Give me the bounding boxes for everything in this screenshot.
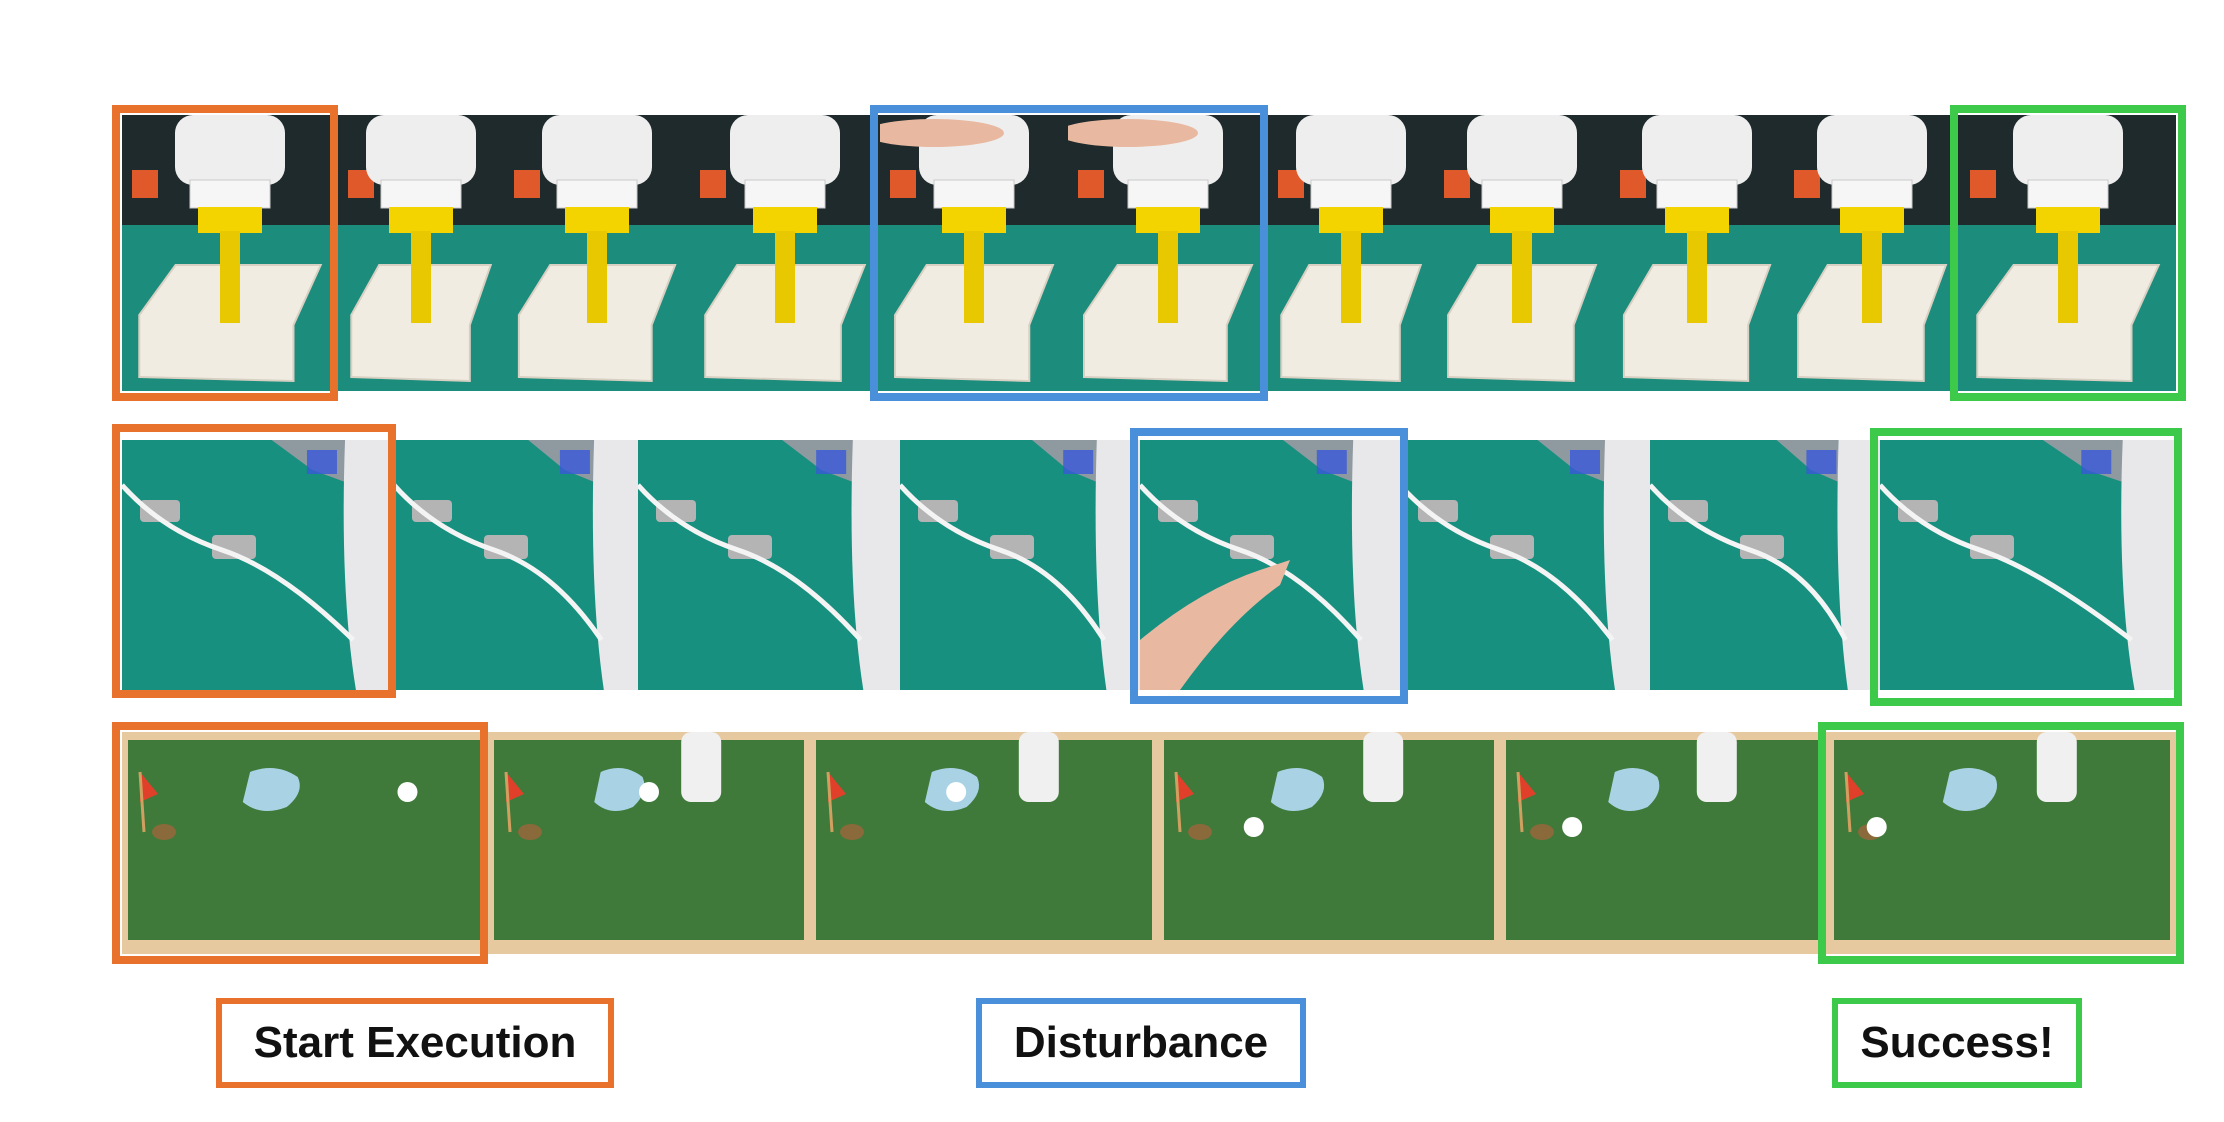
- golf-frame: [1500, 732, 1828, 954]
- cable-frame: [900, 440, 1140, 690]
- peg-frame: [122, 115, 338, 391]
- legend-success-label: Success!: [1860, 1018, 2054, 1067]
- golf-frame: [1828, 732, 2176, 954]
- row-cable-routing: [122, 440, 2176, 690]
- row-peg-insertion: [0, 0, 2224, 420]
- golf-frame: [810, 732, 1158, 954]
- peg-frame: [1068, 115, 1268, 391]
- start-highlight-row2: [112, 424, 396, 698]
- cable-frame: [394, 440, 638, 690]
- start-highlight-row3: [112, 722, 488, 964]
- golf-frame: [1158, 732, 1500, 954]
- peg-frame: [1960, 115, 2176, 391]
- cable-frame: [1140, 440, 1400, 690]
- legend-disturbance-label: Disturbance: [1013, 1018, 1269, 1067]
- golf-frame: [488, 732, 810, 954]
- cable-frame: [638, 440, 900, 690]
- disturbance-highlight-row2: [1130, 428, 1408, 704]
- success-highlight-row3: [1818, 722, 2184, 964]
- peg-frame: [338, 115, 504, 391]
- peg-frame: [1784, 115, 1960, 391]
- peg-frame: [880, 115, 1068, 391]
- disturbance-highlight-row1: [870, 105, 1268, 401]
- legend-success: Success!: [1832, 998, 2082, 1088]
- peg-frame: [1268, 115, 1434, 391]
- legend-start-label: Start Execution: [253, 1018, 577, 1067]
- success-highlight-row1: [1950, 105, 2186, 401]
- peg-frame: [1610, 115, 1784, 391]
- legend-start-execution: Start Execution: [216, 998, 614, 1088]
- golf-frame: [122, 732, 488, 954]
- row-golf-putting: [122, 732, 2176, 954]
- peg-frame: [504, 115, 690, 391]
- peg-frame: [1434, 115, 1610, 391]
- peg-frame: [690, 115, 880, 391]
- success-highlight-row2: [1870, 428, 2182, 706]
- cable-frame: [1880, 440, 2176, 690]
- cable-frame: [1650, 440, 1880, 690]
- cable-frame: [1400, 440, 1650, 690]
- start-highlight-row1: [112, 105, 338, 401]
- cable-frame: [122, 440, 394, 690]
- legend-disturbance: Disturbance: [976, 998, 1306, 1088]
